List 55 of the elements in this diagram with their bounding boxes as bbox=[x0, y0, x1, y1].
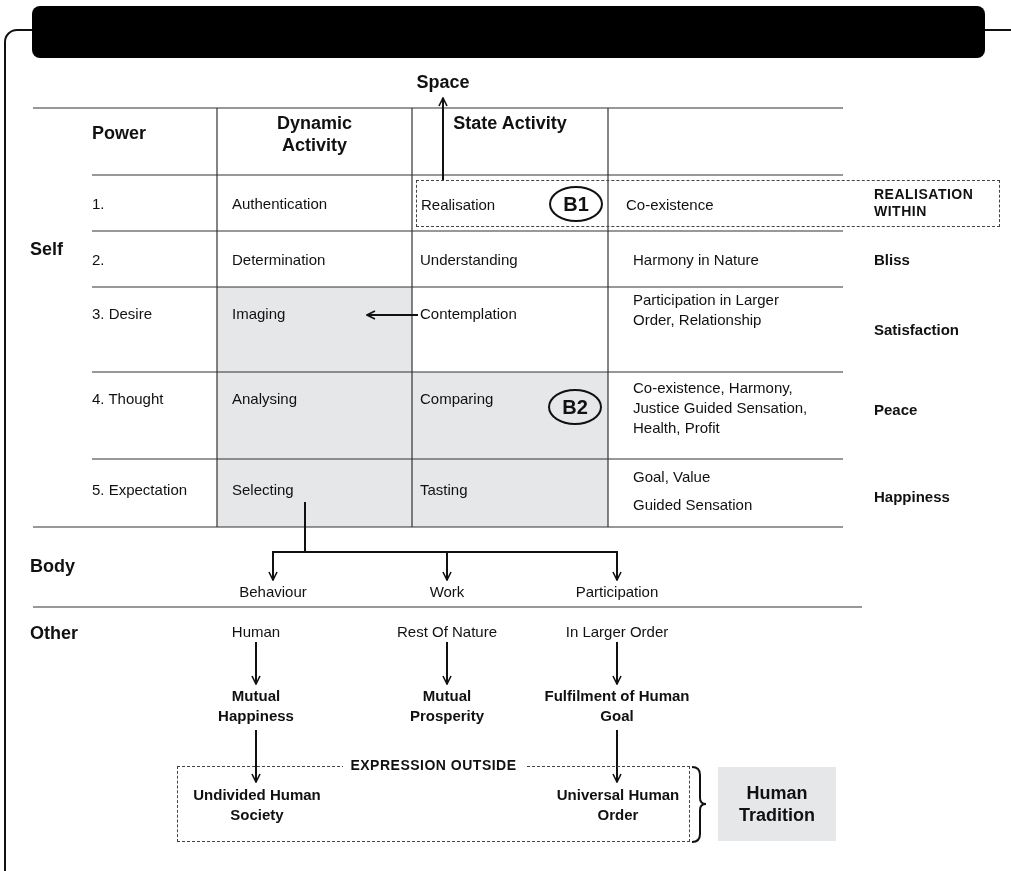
cell-text: Tasting bbox=[420, 480, 469, 500]
cell-text: 3. Desire bbox=[92, 304, 154, 324]
cell-text: Imaging bbox=[232, 304, 367, 326]
cell-text: Co-existence, Harmony, Justice Guided Sensation, Health, Profit bbox=[633, 378, 809, 438]
cell-text: Guided Sensation bbox=[633, 495, 754, 515]
arrow bbox=[251, 729, 261, 783]
cell-text: Determination bbox=[232, 250, 327, 270]
flow-text: Human bbox=[206, 622, 306, 642]
flow-text: Behaviour bbox=[223, 582, 323, 602]
cell-text: 4. Thought bbox=[92, 389, 165, 409]
cell-text: Realisation bbox=[421, 195, 521, 217]
flow-text: Participation bbox=[557, 582, 677, 602]
arrow bbox=[612, 641, 622, 685]
flow-text: In Larger Order bbox=[547, 622, 687, 642]
row-heading: Self bbox=[30, 238, 64, 260]
cell-text: Participation in Larger Order, Relationship bbox=[633, 290, 780, 330]
cell-text: Authentication bbox=[232, 194, 329, 214]
arrow bbox=[366, 310, 419, 320]
cell-text: Harmony in Nature bbox=[633, 250, 760, 270]
dashed-group-box bbox=[416, 180, 1000, 227]
outcome-label: Bliss bbox=[874, 250, 911, 270]
outcome-label: Peace bbox=[874, 400, 919, 420]
arrow bbox=[438, 97, 448, 181]
outcome-text: Mutual Happiness bbox=[196, 686, 316, 730]
outcome-label: Happiness bbox=[874, 487, 951, 507]
outcome-text: Universal Human Order bbox=[553, 785, 683, 829]
column-heading: State Activity bbox=[452, 112, 568, 134]
cell-text: Co-existence bbox=[626, 195, 776, 217]
flow-text: Rest Of Nature bbox=[377, 622, 517, 642]
column-heading: Dynamic Activity bbox=[275, 112, 353, 156]
arrow bbox=[442, 641, 452, 685]
cell-text: 5. Expectation bbox=[92, 480, 189, 500]
cell-text: Selecting bbox=[232, 480, 378, 502]
badge: B1 bbox=[549, 186, 603, 222]
outcome-label: Satisfaction bbox=[874, 320, 961, 340]
badge: B2 bbox=[548, 389, 602, 425]
cell-text: Understanding bbox=[420, 250, 519, 270]
cell-text: Contemplation bbox=[420, 304, 560, 326]
outcome-text: Fulfilment of Human Goal bbox=[532, 686, 702, 730]
group-title: REALISATION WITHIN bbox=[874, 186, 975, 220]
cell-text: Goal, Value bbox=[633, 467, 712, 487]
outcome-text: Undivided Human Society bbox=[192, 785, 322, 829]
arrow bbox=[612, 729, 622, 783]
space-heading: Space bbox=[403, 72, 483, 96]
flow-text: Work bbox=[397, 582, 497, 602]
cell-text: 2. bbox=[92, 250, 106, 270]
cell-text: 1. bbox=[92, 194, 106, 214]
row-heading: Other bbox=[30, 622, 79, 644]
cell-text: Comparing bbox=[420, 389, 495, 409]
row-heading: Power bbox=[92, 122, 148, 144]
arrow bbox=[251, 641, 261, 685]
cell-text: Analysing bbox=[232, 389, 299, 409]
tradition-box: Human Tradition bbox=[718, 767, 836, 841]
outcome-text: Mutual Prosperity bbox=[387, 686, 507, 730]
row-heading: Body bbox=[30, 555, 76, 577]
